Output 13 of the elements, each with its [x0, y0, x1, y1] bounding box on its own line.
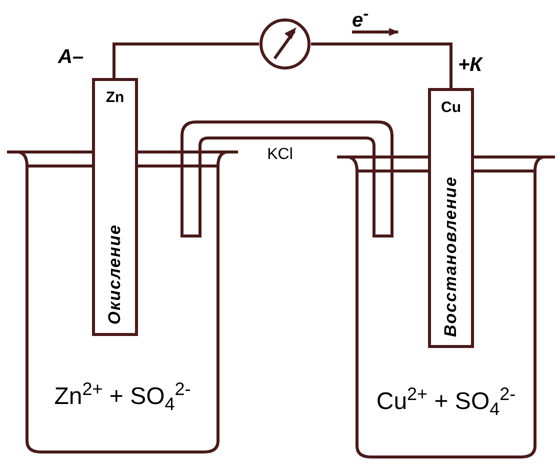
element-symbol: Zn: [104, 89, 126, 106]
process-label: Восстановление: [441, 176, 461, 337]
galvanometer-icon: [259, 18, 311, 70]
pole-label: e$^{-}$: [352, 4, 369, 33]
pole-label: А–: [58, 46, 84, 69]
salt-label: KCl: [266, 146, 294, 164]
electrode: [92, 78, 138, 336]
wire: [311, 42, 452, 88]
wire: [112, 42, 259, 78]
pole-label: +К: [458, 54, 482, 77]
process-label: Окисление: [105, 224, 125, 325]
electrode: [428, 88, 474, 348]
element-symbol: Cu: [440, 99, 462, 116]
